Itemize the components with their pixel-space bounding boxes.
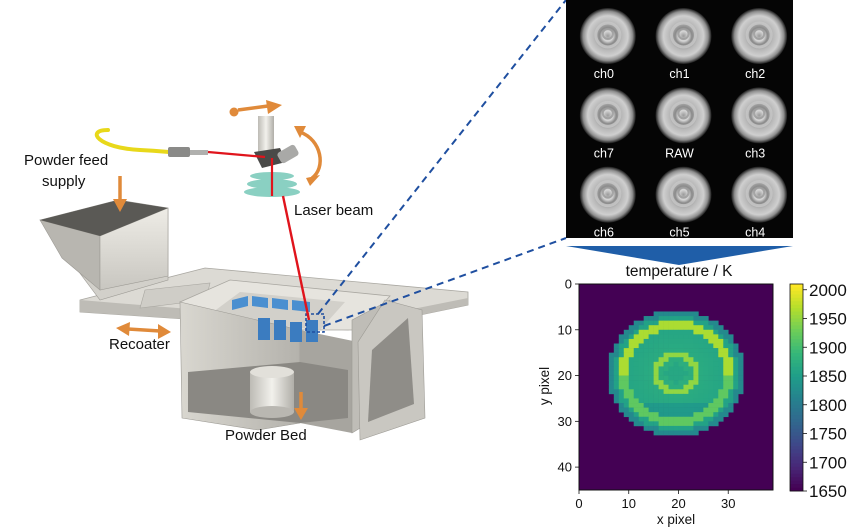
channel-cell-ch2: ch2 [731,8,788,81]
channel-label: ch4 [745,226,765,240]
channel-cell-ch6: ch6 [579,166,636,240]
channel-cell-ch7: ch7 [579,87,636,160]
channel-cell-ch1: ch1 [655,8,712,81]
y-tick-label: 30 [558,414,572,429]
x-axis-label: x pixel [657,512,695,527]
powder-bed-label: Powder Bed [225,427,307,444]
piston-top [250,366,294,378]
conversion-funnel [566,246,793,265]
x-tick-label: 30 [721,496,735,511]
zoom-line-bottom [323,237,567,327]
colorbar-tick-label: 1650 [809,482,847,501]
y-axis-label: y pixel [537,367,552,405]
y-tick-label: 20 [558,368,572,383]
channel-cell-ch4: ch4 [731,166,788,240]
x-tick-label: 20 [671,496,685,511]
channel-label: ch7 [594,146,614,160]
colorbar-tick-label: 2000 [809,281,847,300]
overflow-bin-inner [368,318,414,422]
colorbar: 2000 1950 1900 1850 1800 1750 1700 1650 [789,281,847,501]
channel-cell-RAW: RAW [655,87,712,160]
channel-label: ch5 [669,226,689,240]
feed-wire [94,128,172,154]
powder-feed-label: Powder feed [24,152,109,169]
laser-beam [207,150,311,321]
channel-label: ch1 [669,67,689,81]
machine-illustration [39,100,469,441]
powder-feed-arrow-icon [113,176,127,212]
channel-image [655,8,712,64]
channel-image [579,8,636,64]
colorbar-tick-label: 1700 [809,453,847,472]
colorbar-tick-label: 1800 [809,396,847,415]
colorbar-tick-label: 1950 [809,310,847,329]
laser-head-body [254,148,286,168]
channel-cell-ch3: ch3 [731,87,788,160]
y-tick-label: 40 [558,460,572,475]
x-tick-label: 10 [622,496,636,511]
powder-bed-arrow-icon [294,392,308,420]
channel-image [579,166,636,223]
channel-label: ch6 [594,226,614,240]
zoom-line-top [317,0,567,315]
recoater-arrow-icon [116,322,171,339]
channel-image [731,166,788,223]
channel-label: ch0 [594,67,614,81]
printed-part [232,296,318,342]
channel-grid: ch0 ch1 ch2 ch7 RAW ch3 ch6 ch5 ch4 [566,0,793,240]
y-tick-label: 0 [565,277,572,292]
feed-nozzle [168,147,190,157]
channel-image [579,87,636,144]
colorbar-tick-label: 1900 [809,338,847,357]
motion-arrows [113,100,322,420]
laser-head-post [258,116,274,156]
focus-box [305,313,325,333]
laser-beam-label: Laser beam [294,202,374,219]
channel-cell-ch5: ch5 [655,166,712,240]
hopper-top [40,200,168,236]
channel-label: RAW [665,146,694,160]
powder-feed-label-line2: supply [42,173,86,190]
heatmap-title: temperature / K [626,263,733,280]
heatmap: 0 10 20 30 0 10 20 30 40 [558,277,774,511]
channel-cell-ch0: ch0 [579,8,636,81]
channel-image [655,166,712,223]
colorbar-tick-label: 1850 [809,367,847,386]
recoater-label: Recoater [109,336,170,353]
channel-label: ch3 [745,146,765,160]
galvo-mirror [277,144,299,164]
x-tick-label: 0 [575,496,582,511]
laser-head-arrow-icon [229,100,282,117]
rotation-arrow-icon [294,126,322,186]
channel-image [731,8,788,64]
channel-image [655,87,712,144]
piston-cylinder [250,372,294,412]
colorbar-tick-label: 1750 [809,425,847,444]
channel-label: ch2 [745,67,765,81]
y-tick-label: 10 [558,322,572,337]
channel-image [731,87,788,144]
